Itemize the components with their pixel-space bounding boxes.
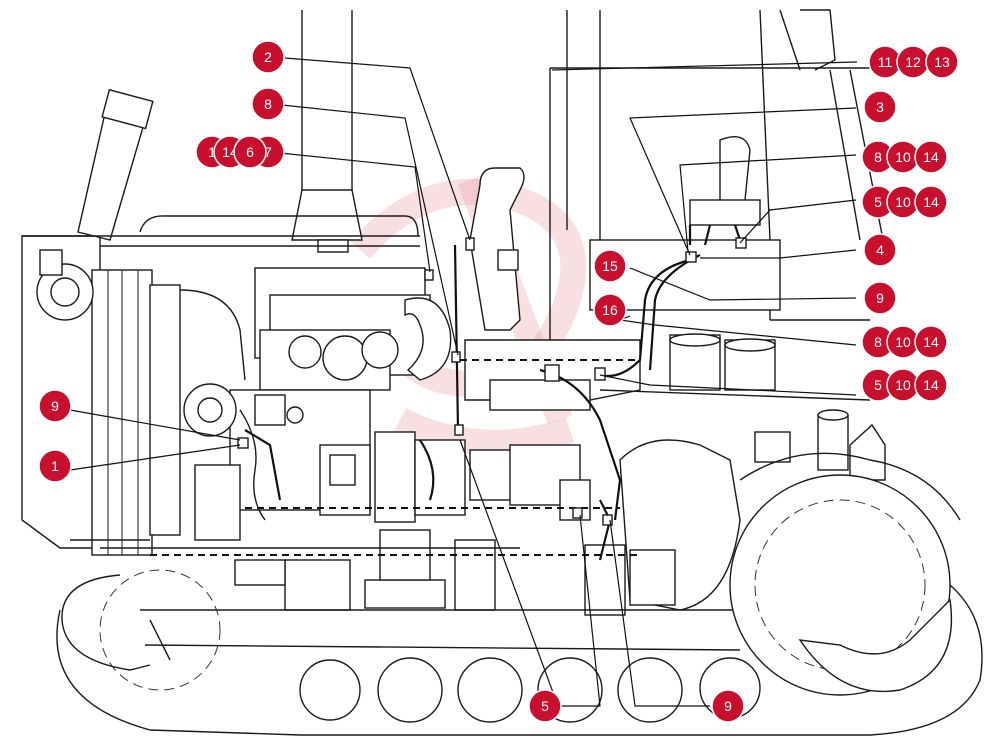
svg-text:5: 5: [541, 698, 549, 714]
svg-text:10: 10: [895, 377, 911, 393]
callout-4: 4: [863, 233, 897, 267]
callout-2: 2: [251, 40, 285, 74]
callout-6-group: 6: [233, 135, 267, 169]
svg-text:10: 10: [895, 194, 911, 210]
svg-text:1: 1: [51, 458, 59, 474]
callout-10-c: 10: [886, 185, 920, 219]
svg-text:8: 8: [874, 149, 882, 165]
callouts: 2 8 1 14 7 6 11 12 13 3 8 10 14 5 10: [38, 40, 959, 723]
svg-text:6: 6: [246, 144, 254, 160]
svg-text:8: 8: [264, 96, 272, 112]
svg-text:12: 12: [905, 54, 921, 70]
svg-text:15: 15: [602, 258, 618, 274]
svg-text:10: 10: [895, 334, 911, 350]
svg-text:8: 8: [874, 334, 882, 350]
svg-text:9: 9: [876, 290, 884, 306]
callout-14-b: 14: [914, 140, 948, 174]
callout-1: 1: [38, 449, 72, 483]
callout-10-b: 10: [886, 140, 920, 174]
callout-5-a: 5: [861, 185, 895, 219]
svg-text:1: 1: [208, 144, 216, 160]
svg-text:3: 3: [876, 99, 884, 115]
callout-14-d: 14: [914, 325, 948, 359]
leader-lines: [69, 57, 858, 707]
svg-text:10: 10: [895, 149, 911, 165]
svg-text:14: 14: [923, 194, 939, 210]
svg-text:9: 9: [724, 698, 732, 714]
svg-text:2: 2: [264, 49, 272, 65]
callout-13: 13: [925, 45, 959, 79]
callout-16: 16: [593, 293, 627, 327]
callout-10-e: 10: [886, 368, 920, 402]
callout-9-c: 9: [711, 689, 745, 723]
svg-text:14: 14: [923, 377, 939, 393]
exhaust-and-cab-frame: [291, 9, 886, 380]
callout-12: 12: [896, 45, 930, 79]
callout-3: 3: [863, 90, 897, 124]
callout-9-b: 9: [38, 389, 72, 423]
svg-text:13: 13: [934, 54, 950, 70]
svg-text:5: 5: [874, 377, 882, 393]
svg-text:9: 9: [51, 398, 59, 414]
svg-text:14: 14: [923, 149, 939, 165]
cab-interior: [464, 136, 871, 411]
svg-text:5: 5: [874, 194, 882, 210]
svg-text:4: 4: [876, 242, 884, 258]
callout-15: 15: [593, 249, 627, 283]
callout-14-e: 14: [914, 368, 948, 402]
svg-text:16: 16: [602, 302, 618, 318]
callout-10-d: 10: [886, 325, 920, 359]
callout-11: 11: [868, 45, 902, 79]
svg-text:7: 7: [264, 144, 272, 160]
callout-14-c: 14: [914, 185, 948, 219]
callout-9-a: 9: [863, 281, 897, 315]
callout-8: 8: [251, 87, 285, 121]
callout-5-c: 5: [528, 689, 562, 723]
engine: [179, 267, 591, 611]
svg-text:14: 14: [923, 334, 939, 350]
final-drive: [584, 409, 961, 616]
svg-text:11: 11: [878, 54, 893, 70]
